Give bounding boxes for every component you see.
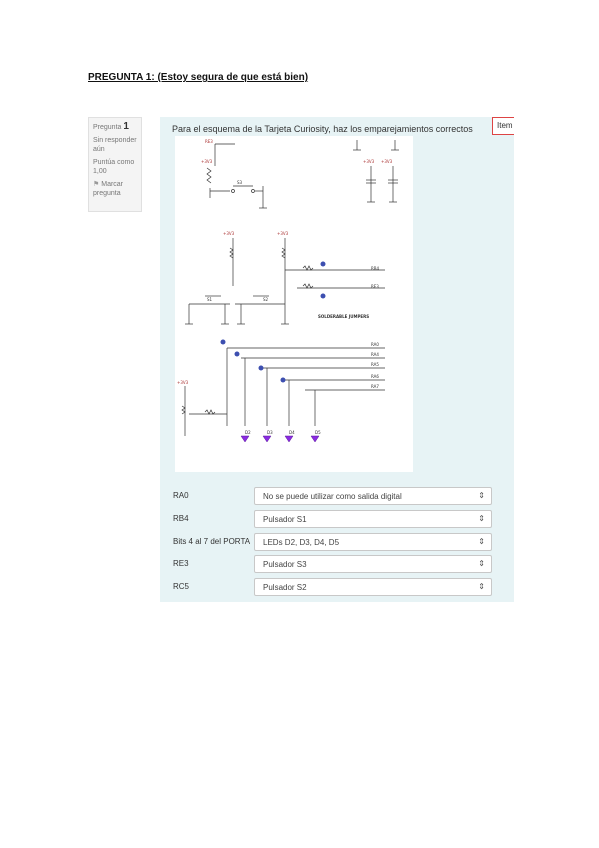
- question-number-label: Pregunta: [93, 124, 122, 131]
- match-select-1[interactable]: No se puede utilizar como salida digital…: [254, 487, 492, 505]
- select-arrow-icon: ⇕: [478, 514, 485, 523]
- svg-text:D3: D3: [267, 430, 273, 435]
- select-arrow-icon: ⇕: [478, 582, 485, 591]
- svg-text:RE3: RE3: [205, 139, 213, 144]
- match-select-2[interactable]: Pulsador S1 ⇕: [254, 510, 492, 528]
- svg-text:+3V3: +3V3: [381, 159, 393, 164]
- match-label-1: RA0: [173, 491, 189, 500]
- svg-text:+3V3: +3V3: [223, 231, 235, 236]
- svg-text:S3: S3: [237, 180, 243, 185]
- question-info-panel: Pregunta 1 Sin responder aún Puntúa como…: [88, 117, 142, 212]
- svg-text:RA6: RA6: [371, 374, 379, 379]
- schematic-image: RE3 +3V3 +3V3 +3V3 +3V3 +3V3 +3V3 S3 S1 …: [175, 136, 413, 472]
- question-heading: PREGUNTA 1: (Estoy segura de que está bi…: [88, 72, 309, 83]
- svg-text:SOLDERABLE JUMPERS: SOLDERABLE JUMPERS: [318, 314, 369, 319]
- match-label-5: RC5: [173, 582, 190, 591]
- svg-text:+3V3: +3V3: [277, 231, 289, 236]
- flag-icon: ⚑: [93, 181, 102, 188]
- svg-text:RE3: RE3: [371, 284, 379, 289]
- svg-text:+3V3: +3V3: [363, 159, 375, 164]
- svg-text:D5: D5: [315, 430, 321, 435]
- svg-text:RA0: RA0: [371, 342, 379, 347]
- match-select-4[interactable]: Pulsador S3 ⇕: [254, 555, 492, 573]
- side-tab[interactable]: Item: [492, 117, 514, 135]
- question-status: Sin responder aún: [93, 137, 137, 153]
- svg-text:RA5: RA5: [371, 362, 379, 367]
- match-select-5-value: Pulsador S2: [263, 583, 307, 592]
- match-select-5[interactable]: Pulsador S2 ⇕: [254, 578, 492, 596]
- select-arrow-icon: ⇕: [478, 491, 485, 500]
- question-number: Pregunta 1: [93, 122, 137, 132]
- svg-text:S1: S1: [207, 297, 213, 302]
- question-text: Para el esquema de la Tarjeta Curiosity,…: [172, 124, 473, 134]
- flag-question-link[interactable]: ⚑ Marcar pregunta: [93, 180, 137, 198]
- flag-question-label: Marcar pregunta: [93, 181, 124, 197]
- match-select-3-value: LEDs D2, D3, D4, D5: [263, 538, 340, 547]
- svg-text:RA4: RA4: [371, 352, 379, 357]
- match-select-4-value: Pulsador S3: [263, 560, 307, 569]
- match-select-1-value: No se puede utilizar como salida digital: [263, 492, 402, 501]
- match-label-4: RE3: [173, 559, 189, 568]
- select-arrow-icon: ⇕: [478, 537, 485, 546]
- svg-text:RB4: RB4: [371, 266, 380, 271]
- match-label-2: RB4: [173, 514, 189, 523]
- match-select-3[interactable]: LEDs D2, D3, D4, D5 ⇕: [254, 533, 492, 551]
- match-label-3: Bits 4 al 7 del PORTA: [173, 537, 251, 546]
- svg-text:S2: S2: [263, 297, 269, 302]
- schematic-drawing: RE3 +3V3 +3V3 +3V3 +3V3 +3V3 +3V3 S3 S1 …: [177, 139, 399, 443]
- svg-text:D4: D4: [289, 430, 295, 435]
- match-select-2-value: Pulsador S1: [263, 515, 307, 524]
- question-number-value: 1: [123, 121, 129, 132]
- svg-text:D2: D2: [245, 430, 251, 435]
- question-points: Puntúa como 1,00: [93, 159, 135, 175]
- svg-text:+3V3: +3V3: [201, 159, 213, 164]
- svg-text:RA7: RA7: [371, 384, 379, 389]
- svg-text:+3V3: +3V3: [177, 380, 189, 385]
- select-arrow-icon: ⇕: [478, 559, 485, 568]
